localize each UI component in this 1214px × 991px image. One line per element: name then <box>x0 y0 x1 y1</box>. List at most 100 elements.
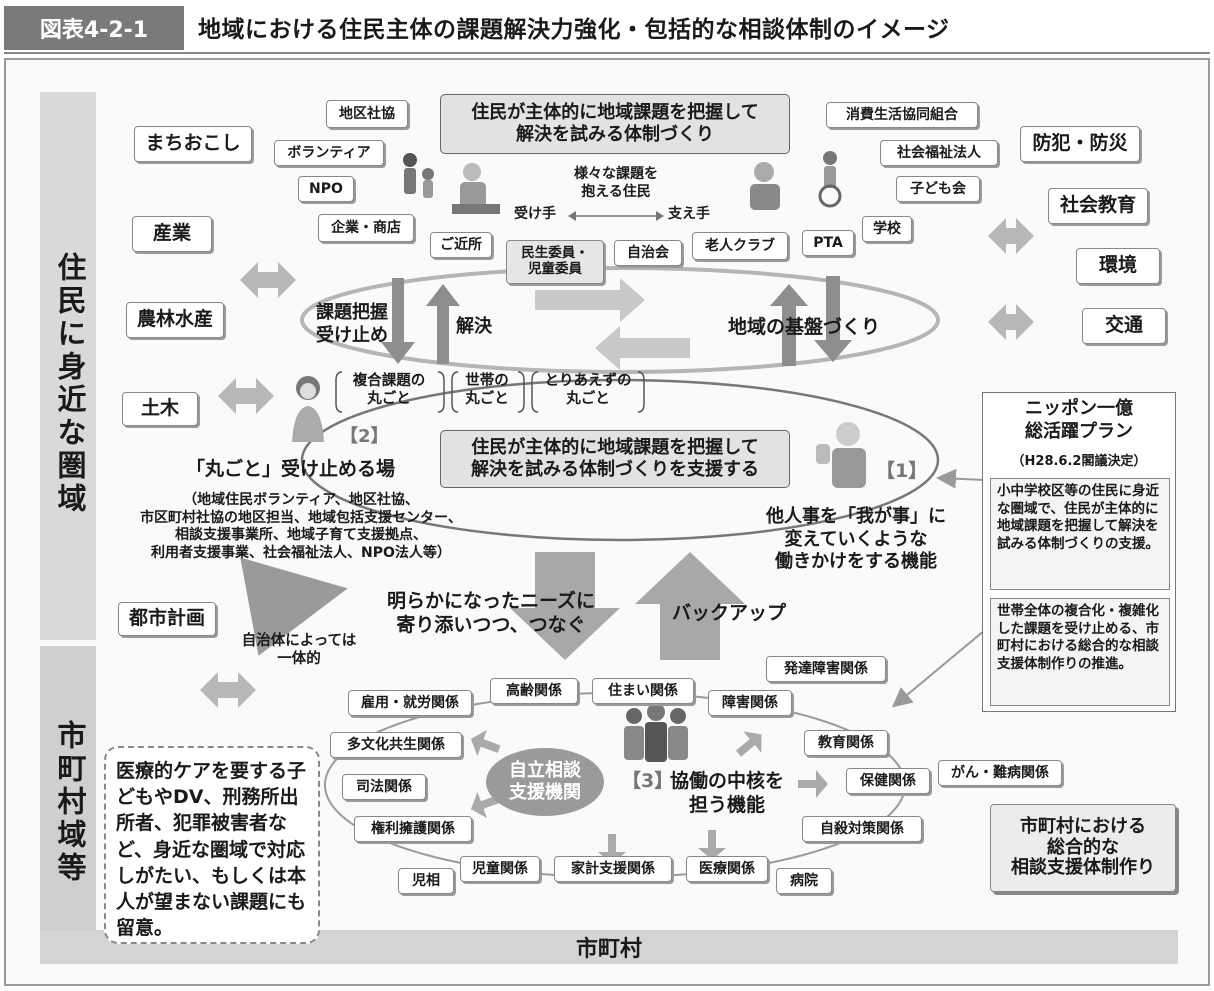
net-judicial: 司法関係 <box>342 774 426 800</box>
title-bar <box>4 6 1210 54</box>
cycle-ring-upper <box>300 266 940 374</box>
box-industry: 産業 <box>132 216 212 252</box>
supporter-text: 支え手 <box>668 206 710 222</box>
residents-text: 様々な課題を 抱える住民 <box>574 166 658 200</box>
net-cancer-intractable: がん・難病関係 <box>938 760 1062 786</box>
plan-title: ニッポン一億 総活躍プラン <box>1025 398 1133 442</box>
label-residents-association: 自治会 <box>614 240 682 266</box>
label-npo: NPO <box>298 176 354 202</box>
cycle-arrow-right <box>535 278 645 322</box>
box-crime-disaster: 防犯・防災 <box>1020 126 1140 162</box>
double-arrow-left-2 <box>218 378 274 414</box>
man-thumbsup-icon <box>816 422 866 488</box>
function-3-text: 協働の中核を 担う機能 <box>669 770 784 816</box>
elderly-icon <box>452 163 500 214</box>
net-medical: 医療関係 <box>686 856 768 882</box>
arrow-base-down <box>814 276 852 362</box>
plan-item-2: 世帯全体の複合化・複雑化した課題を受け止める、市町村における総合的な相談支援体制… <box>990 598 1170 706</box>
woman-icon <box>292 376 324 442</box>
team-icon <box>624 703 688 762</box>
arrow-grasp-down <box>381 278 415 364</box>
net-household-budget: 家計支援関係 <box>554 856 672 882</box>
label-neighbors: ご近所 <box>430 232 492 258</box>
label-consumer-coop: 消費生活協同組合 <box>826 102 978 128</box>
label-welfare-commissioners: 民生委員・ 児童委員 <box>506 240 604 284</box>
arrow-integral <box>240 557 348 656</box>
community-title: 住民が主体的に地域課題を把握して 解決を試みる体制づくり <box>440 94 790 154</box>
number-3: 【3】 <box>622 770 674 792</box>
arrow-base-up <box>770 284 808 366</box>
double-arrow-left-1 <box>240 262 296 298</box>
cycle-arrow-left <box>595 326 690 370</box>
label-social-welfare-corp: 社会福祉法人 <box>880 140 998 166</box>
category-anyway: とりあえずの 丸ごと <box>544 373 632 408</box>
network-arrow-nw <box>470 729 501 757</box>
net-child-welfare: 児童関係 <box>460 856 540 882</box>
net-education: 教育関係 <box>804 730 888 756</box>
receiver-supporter-arrow <box>568 211 664 221</box>
region-label-municipal: 市町村域等 <box>53 720 87 885</box>
net-disability: 障害関係 <box>708 690 792 716</box>
net-advocacy: 権利擁護関係 <box>354 816 472 842</box>
plan-date: （H28.6.2閣議決定） <box>1011 454 1147 469</box>
net-multicultural: 多文化共生関係 <box>330 732 462 758</box>
independence-support-center: 自立相談 支援機関 <box>486 748 604 816</box>
box-social-education: 社会教育 <box>1048 188 1148 224</box>
arrow-needs-down <box>510 552 620 660</box>
city-system-box: 市町村における 総合的な 相談支援体制作り <box>990 804 1176 892</box>
net-child-guidance: 児相 <box>398 868 454 894</box>
integral-text: 自治体によっては 一体的 <box>241 633 357 668</box>
label-kids-club: 子ども会 <box>896 176 980 202</box>
region-label-city: 市町村 <box>40 930 1178 964</box>
marugoto-detail: （地域住民ボランティア、地区社協、 市区町村社協の地区担当、地域包括支援センター… <box>140 492 462 561</box>
box-urban-planning: 都市計画 <box>118 602 216 636</box>
plan-item-1: 小中学校区等の住民に身近な圏域で、住民が主体的に地域課題を把握して解決を試みる体… <box>990 478 1170 590</box>
double-arrow-left-3 <box>200 672 256 708</box>
solve-text: 解決 <box>456 316 492 337</box>
network-arrow-down-2 <box>698 830 726 860</box>
label-business: 企業・商店 <box>318 214 414 242</box>
category-brackets <box>335 371 645 413</box>
region-band-municipal <box>40 646 96 931</box>
grasp-text: 課題把握 受け止め <box>316 302 388 346</box>
label-elderly-club: 老人クラブ <box>692 232 788 260</box>
box-civil-engineering: 土木 <box>122 392 198 426</box>
net-employment: 雇用・就労関係 <box>348 690 472 716</box>
net-housing: 住まい関係 <box>592 678 694 704</box>
net-elderly: 高齢関係 <box>490 678 578 704</box>
base-text: 地域の基盤づくり <box>728 316 881 338</box>
receiver-text: 受け手 <box>514 206 556 222</box>
cycle-ring-lower <box>300 378 940 542</box>
label-school: 学校 <box>862 216 912 242</box>
label-volunteer: ボランティア <box>274 140 384 166</box>
number-1: 【1】 <box>876 460 928 482</box>
label-pta: PTA <box>802 230 854 256</box>
man-icon <box>750 162 780 210</box>
wheelchair-icon <box>818 151 842 208</box>
label-district-council: 地区社協 <box>326 100 408 128</box>
plan-connector-2 <box>891 629 986 708</box>
net-health: 保健関係 <box>846 768 930 794</box>
net-suicide-prevention: 自殺対策関係 <box>802 816 922 842</box>
backup-text: バックアップ <box>672 602 787 624</box>
net-developmental: 発達障害関係 <box>766 656 886 682</box>
arrow-solve-up <box>426 284 460 364</box>
family-icon <box>403 153 434 198</box>
region-label-local: 住民に身近な圏域 <box>53 252 87 516</box>
network-arrow-right <box>798 770 828 798</box>
figure-title: 地域における住民主体の課題解決力強化・包括的な相談体制のイメージ <box>198 17 950 43</box>
network-arrow-ne <box>735 731 762 757</box>
plan-connector-1 <box>936 468 986 489</box>
figure-number: 図表4-2-1 <box>4 6 184 50</box>
region-band-local <box>40 92 96 640</box>
net-hospital: 病院 <box>776 868 832 894</box>
double-arrow-right-1 <box>988 218 1034 254</box>
number-2: 【2】 <box>340 426 389 447</box>
support-title: 住民が主体的に地域課題を把握して 解決を試みる体制づくりを支援する <box>440 430 790 488</box>
box-environment: 環境 <box>1076 248 1160 284</box>
category-household: 世帯の 丸ごと <box>465 373 509 408</box>
function-1-text: 他人事を「我が事」に 変えていくような 働きかけをする機能 <box>766 506 946 572</box>
note-box: 医療的ケアを要する子どもやDV、刑務所出所者、犯罪被害者など、身近な圏域で対応し… <box>104 746 320 944</box>
category-complex: 複合課題の 丸ごと <box>352 373 426 408</box>
